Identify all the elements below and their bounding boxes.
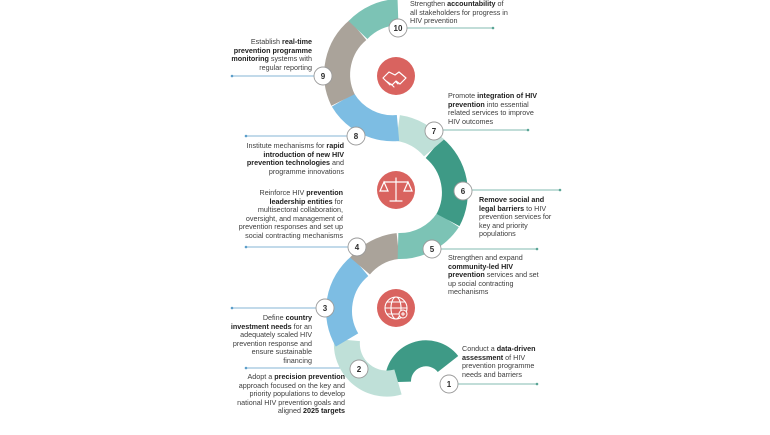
step-text-part: real-time prevention programme monitorin…	[231, 37, 312, 64]
band-segment-3	[326, 255, 369, 347]
band-segment-6	[425, 138, 468, 227]
step-text-2: Adopt a precision prevention approach fo…	[232, 372, 345, 416]
step-marker-9: 9	[313, 66, 333, 86]
scales-of-justice-icon	[377, 171, 415, 209]
step-number: 5	[430, 245, 435, 254]
step-number: 4	[355, 243, 360, 252]
step-text-part: prevention leadership entities	[269, 188, 343, 206]
connector-dot-7	[526, 128, 530, 132]
step-text-part: Strengthen and expand	[448, 253, 523, 262]
step-marker-4: 4	[347, 237, 367, 257]
step-text-1: Conduct a data-driven assessment of HIV …	[462, 344, 544, 379]
connector-dot-9	[230, 74, 234, 78]
step-text-7: Promote integration of HIV prevention in…	[448, 91, 540, 126]
connector-dot-6	[558, 188, 562, 192]
step-marker-circle	[313, 66, 333, 86]
step-text-part: community-led HIV prevention	[448, 261, 514, 280]
step-text-part: Strengthen	[410, 0, 448, 8]
step-text-part: Conduct a	[462, 344, 497, 353]
step-text-part: accountability	[447, 0, 496, 8]
connector-dot-4	[244, 245, 248, 249]
band-segment-7	[395, 115, 444, 157]
step-text-part: rapid introduction of new HIV prevention…	[246, 141, 344, 168]
band-segment-8	[331, 92, 400, 142]
step-marker-8: 8	[346, 126, 366, 146]
step-marker-circle	[346, 126, 366, 146]
step-text-part: integration of HIV prevention	[448, 91, 538, 109]
connector-dot-1	[535, 382, 539, 386]
band-segment-10	[348, 0, 400, 40]
step-text-part: Define	[262, 313, 286, 322]
step-text-part: and programme innovations	[268, 158, 344, 176]
step-text-part: Establish	[250, 37, 283, 46]
step-text-part: 2025 targets	[303, 406, 345, 416]
step-text-part: data-driven assessment	[462, 344, 536, 362]
step-marker-circle	[347, 237, 367, 257]
step-marker-1: 1	[439, 374, 459, 394]
step-markers: 1 2 3 4 5 6 7 8 9 10	[313, 18, 473, 394]
step-marker-2: 2	[349, 359, 369, 379]
step-text-part: for an adequately scaled HIV prevention …	[232, 321, 312, 365]
step-number: 9	[321, 72, 326, 81]
step-text-part: of HIV prevention programme needs and ba…	[462, 352, 535, 379]
step-text-6: Remove social and legal barriers to HIV …	[479, 195, 561, 239]
step-text-part: precision prevention	[274, 372, 345, 381]
step-number: 7	[432, 127, 437, 136]
connector-lines	[230, 26, 562, 386]
connector-dot-5	[535, 247, 539, 251]
step-marker-7: 7	[424, 121, 444, 141]
step-number: 8	[354, 132, 359, 141]
step-marker-circle	[424, 121, 444, 141]
step-text-part: Remove social and legal barriers	[479, 195, 545, 213]
step-text-part: Institute mechanisms for	[246, 141, 327, 150]
step-text-part: for multisectoral collaboration, oversig…	[238, 196, 343, 240]
band-segment-5	[397, 212, 459, 259]
step-text-8: Institute mechanisms for rapid introduct…	[232, 141, 344, 176]
step-marker-circle	[453, 181, 473, 201]
step-number: 6	[461, 187, 466, 196]
connector-dot-8	[244, 134, 248, 138]
step-text-part: Adopt a	[247, 372, 275, 381]
step-marker-3: 3	[315, 298, 335, 318]
step-text-part: Reinforce HIV	[259, 188, 307, 197]
band-segment-1	[385, 340, 459, 383]
step-marker-6: 6	[453, 181, 473, 201]
step-marker-circle	[315, 298, 335, 318]
step-marker-circle	[422, 239, 442, 259]
step-text-part: to HIV prevention services for key and p…	[479, 203, 552, 239]
step-marker-circle	[349, 359, 369, 379]
step-text-3: Define country investment needs for an a…	[226, 313, 312, 366]
handshake-icon	[377, 57, 415, 95]
step-text-part: of all stakeholders for progress in HIV …	[410, 0, 508, 26]
step-marker-circle	[439, 374, 459, 394]
band-segment-4	[350, 233, 401, 275]
connector-dot-2	[244, 366, 248, 370]
connector-dot-10	[491, 26, 495, 30]
step-text-part: country investment needs	[230, 313, 312, 331]
step-number: 3	[323, 304, 328, 313]
connector-dot-3	[230, 306, 234, 310]
step-text-part: approach focused on the key and priority…	[237, 380, 345, 416]
step-text-5: Strengthen and expand community-led HIV …	[448, 253, 543, 297]
step-text-part: Promote	[448, 91, 478, 100]
step-number: 1	[447, 380, 452, 389]
step-number: 2	[357, 365, 362, 374]
band-segment-9	[324, 20, 367, 106]
step-marker-circle	[388, 18, 408, 38]
step-text-9: Establish real-time prevention programme…	[215, 37, 312, 72]
step-text-part: systems with regular reporting	[259, 54, 312, 72]
step-text-4: Reinforce HIV prevention leadership enti…	[228, 188, 343, 241]
globe-medical-icon	[377, 289, 415, 327]
step-text-10: Strengthen accountability of all stakeho…	[410, 0, 510, 26]
step-text-part: into essential related services to impro…	[448, 99, 534, 126]
step-number: 10	[394, 24, 403, 33]
step-text-part: services and set up social contracting m…	[448, 270, 539, 297]
step-marker-10: 10	[388, 18, 408, 38]
roadmap-band	[324, 0, 468, 397]
step-marker-5: 5	[422, 239, 442, 259]
